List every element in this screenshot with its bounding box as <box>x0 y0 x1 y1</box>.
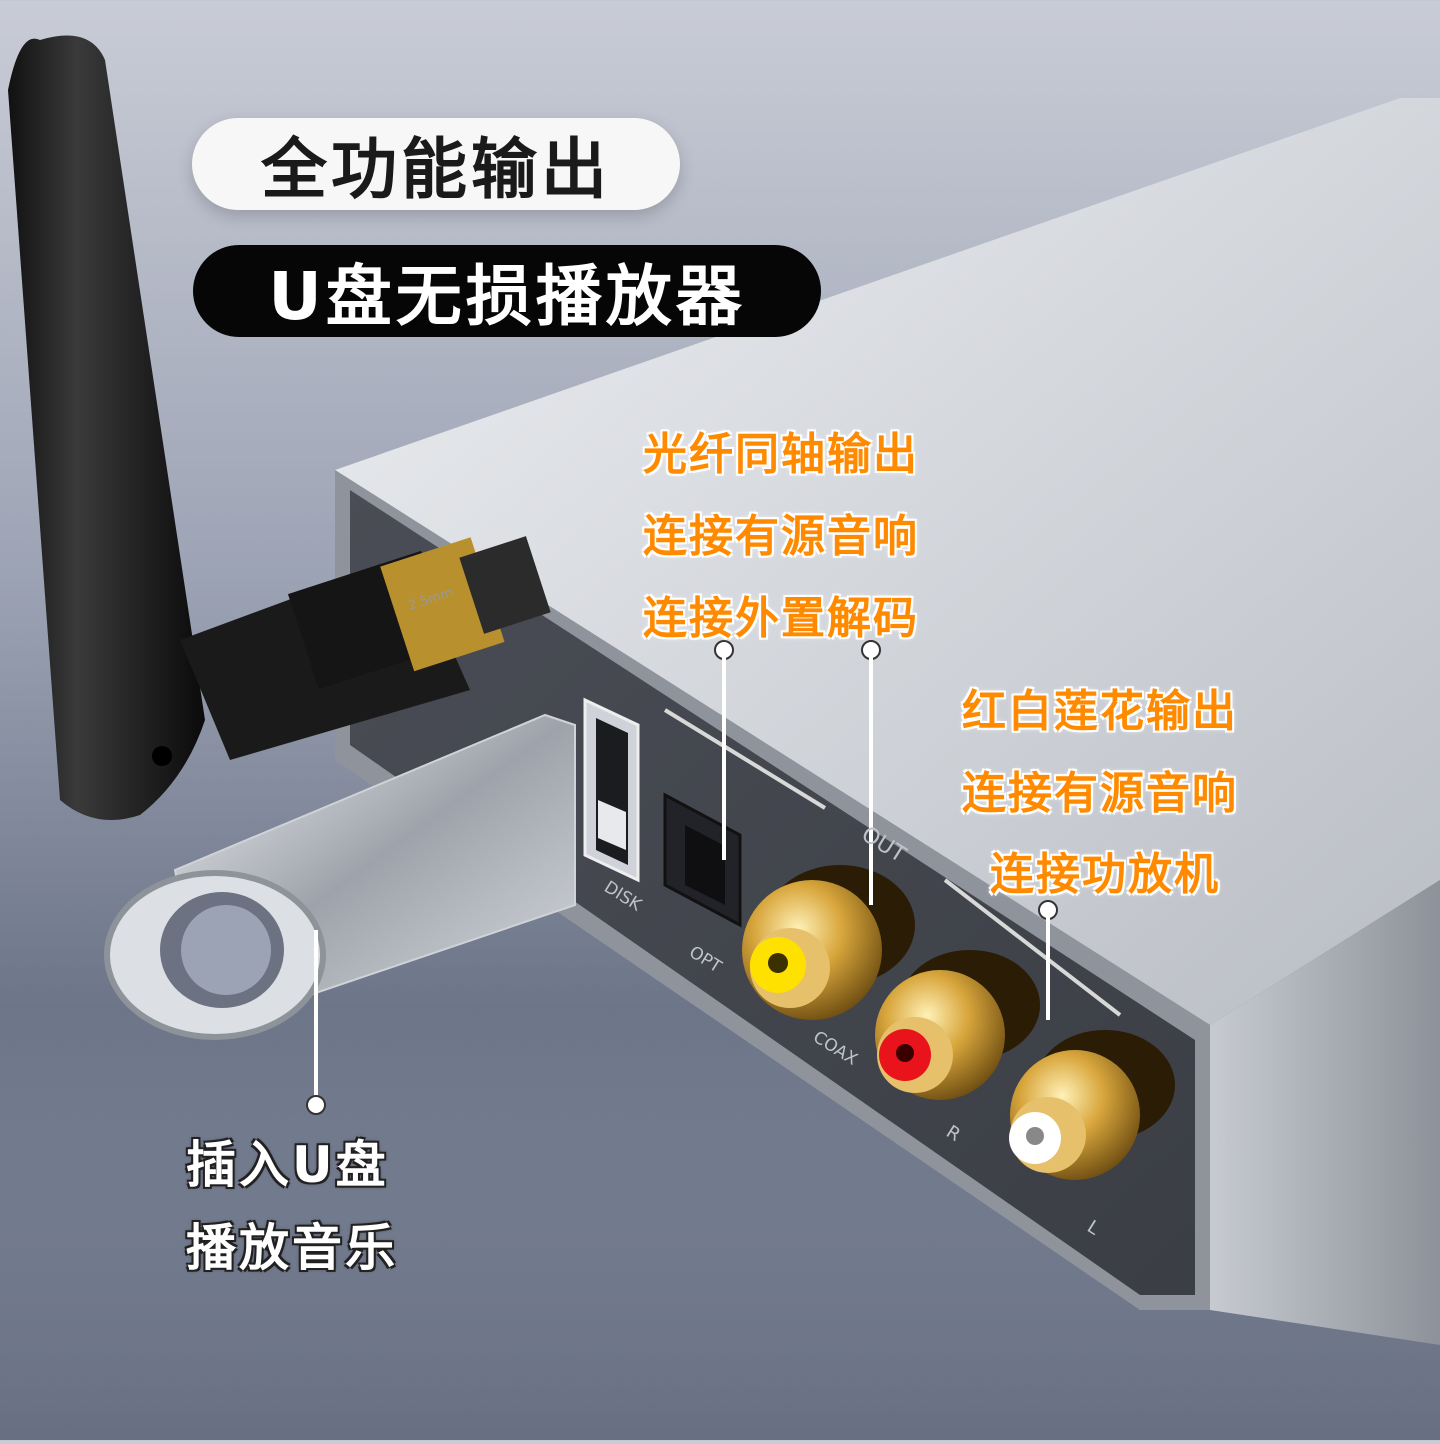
out-marker-line-right <box>943 878 1122 1017</box>
callout-optical-coax-2: 连接有源音响 <box>643 511 919 562</box>
callout-usb-1: 插入U盘 <box>186 1136 389 1194</box>
rca-jack-r-red[interactable] <box>875 950 1040 1100</box>
callout-optical-coax-3: 连接外置解码 <box>643 593 919 644</box>
callout-rca-3: 连接功放机 <box>990 849 1220 900</box>
optical-port[interactable] <box>663 792 742 928</box>
callout-line-rca <box>1038 900 1058 1020</box>
headline-full-function: 全功能输出 <box>192 118 680 210</box>
headline-usb-lossless-player: U盘无损播放器 <box>193 245 821 337</box>
callout-rca-2: 连接有源音响 <box>962 768 1238 819</box>
usb-port[interactable] <box>583 697 640 883</box>
callout-line-optical <box>714 640 734 860</box>
device-side <box>1210 880 1440 1345</box>
wifi-antenna <box>8 35 551 820</box>
callout-usb-2: 播放音乐 <box>186 1219 398 1277</box>
device-top <box>335 98 1440 1025</box>
callout-optical-coax-1: 光纤同轴输出 <box>643 429 919 480</box>
callout-rca-1: 红白莲花输出 <box>962 686 1238 737</box>
callout-line-usb <box>306 930 326 1115</box>
rca-jack-coax-yellow[interactable] <box>742 865 915 1020</box>
rca-jack-l-white[interactable] <box>1009 1030 1175 1180</box>
callout-line-coax <box>861 640 881 905</box>
usb-flash-drive <box>104 713 576 1040</box>
out-marker-line-left <box>663 708 827 810</box>
